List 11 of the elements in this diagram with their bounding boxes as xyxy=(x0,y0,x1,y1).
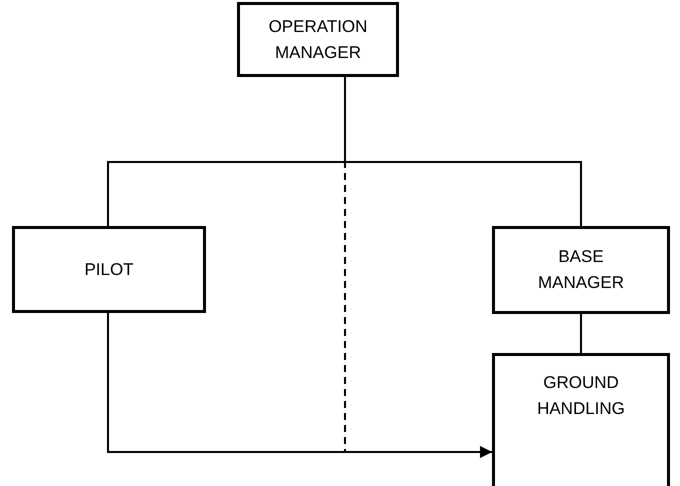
role-title: BASE MANAGER xyxy=(537,246,625,294)
arrow xyxy=(107,313,492,458)
connector-line xyxy=(580,314,582,353)
role-title: PILOT xyxy=(84,258,134,280)
role-box xyxy=(492,353,670,486)
connector-line xyxy=(344,77,582,226)
role-title: OPERATION MANAGER xyxy=(268,16,368,64)
role-box xyxy=(492,226,670,314)
role-box xyxy=(12,226,206,313)
role-title: GROUND HANDLING xyxy=(536,372,626,420)
role-box xyxy=(237,2,399,77)
